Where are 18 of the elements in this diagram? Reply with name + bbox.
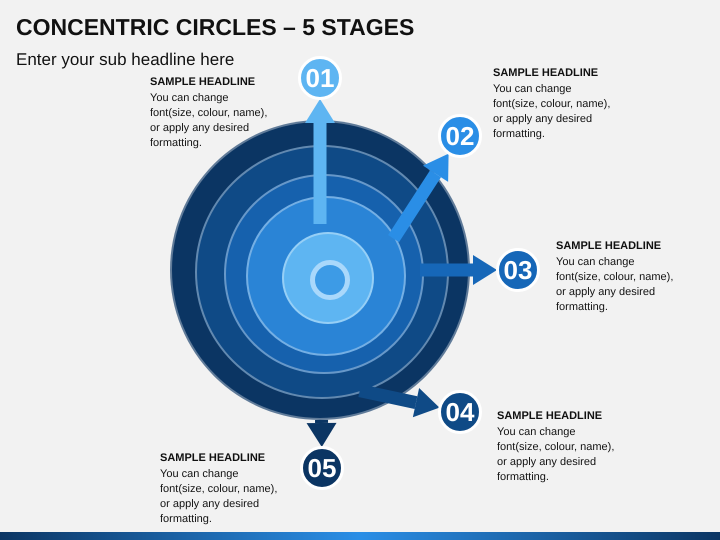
subtitle: Enter your sub headline here	[16, 50, 234, 70]
body-text: You can change font(size, colour, name), or apply any desired formatting.	[160, 467, 278, 527]
title: CONCENTRIC CIRCLES – 5 STAGES	[16, 14, 414, 41]
headline: SAMPLE HEADLINE	[493, 67, 598, 79]
arrow	[358, 384, 440, 418]
body-text: You can change font(size, colour, name), or apply any desired formatting.	[497, 425, 616, 485]
body-text: You can change font(size, colour, name), or apply any desired formatting.	[556, 255, 674, 315]
arrow	[306, 420, 337, 447]
arrow	[305, 99, 335, 224]
body-text: You can change font(size, colour, name), or apply any desired formatting.	[493, 82, 612, 142]
headline: SAMPLE HEADLINE	[556, 240, 662, 252]
body-text: You can change font(size, colour, name), or apply any desired formatting.	[150, 91, 268, 151]
number-circle: 02	[438, 114, 482, 158]
arrow	[388, 154, 449, 242]
headline: SAMPLE HEADLINE	[150, 76, 256, 88]
headline: SAMPLE HEADLINE	[497, 410, 602, 422]
headline: SAMPLE HEADLINE	[160, 452, 266, 464]
arrow	[420, 255, 497, 285]
